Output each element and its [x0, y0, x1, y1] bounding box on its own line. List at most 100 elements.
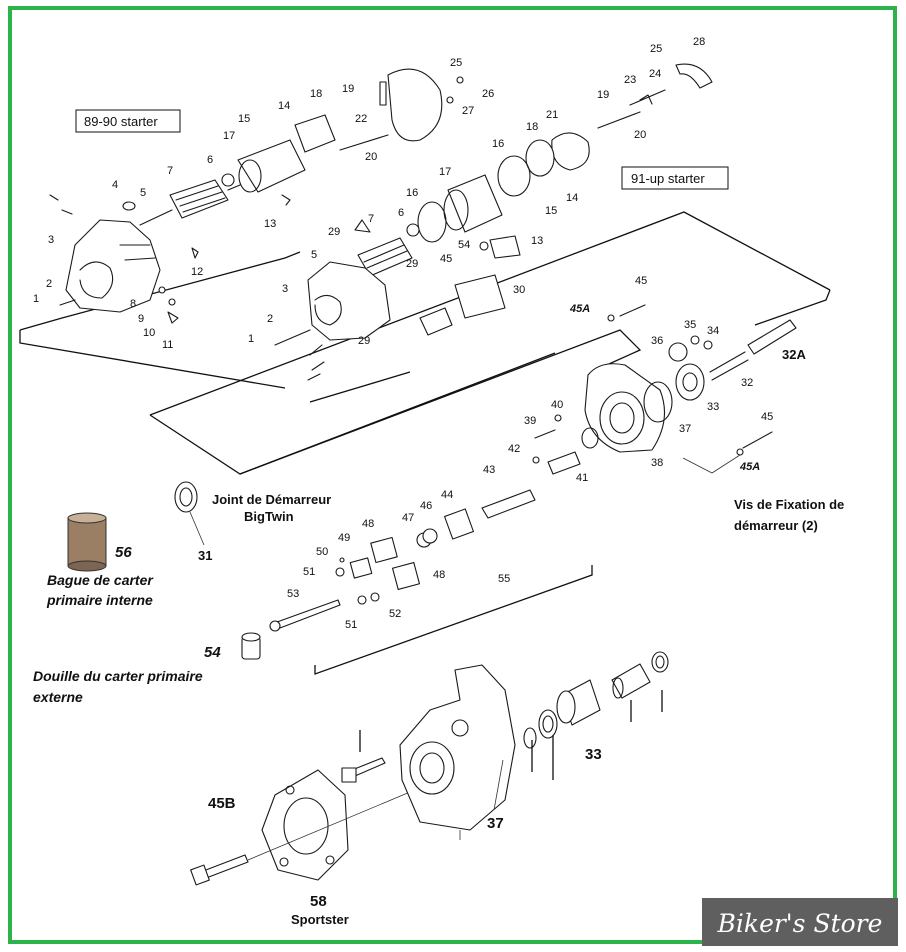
callout: 2 — [267, 313, 273, 325]
bolt-53 — [276, 599, 341, 629]
label-sportster: Sportster — [291, 912, 349, 927]
callout: 13 — [531, 235, 543, 247]
callout: 28 — [693, 36, 705, 48]
callout: 54 — [204, 644, 221, 661]
callout: 8 — [130, 298, 136, 310]
callout: 11 — [162, 339, 173, 351]
field-frame-17 — [237, 139, 306, 193]
callout: 37 — [679, 423, 691, 435]
nut-54-91 — [479, 241, 489, 251]
callout: 38 — [651, 457, 663, 469]
callout: 17 — [439, 166, 451, 178]
ring-c — [651, 651, 669, 673]
callout: 2 — [46, 278, 52, 290]
sportster-assembly-group — [190, 651, 669, 886]
screw-26 — [456, 76, 464, 84]
o-ring-37 — [643, 381, 673, 423]
shaft-32A — [747, 319, 797, 355]
washer-51b — [357, 595, 367, 605]
gear-48b — [391, 561, 421, 591]
descriptive-labels: Joint de Démarreur BigTwin Vis de Fixati… — [33, 492, 844, 927]
ring-a — [523, 727, 537, 749]
brand-watermark: Biker's Store — [702, 898, 898, 946]
label-joint-line1: Joint de Démarreur — [212, 492, 331, 507]
box-91up-starter — [621, 166, 729, 190]
callout-numbers: 1 2 3 4 5 6 7 8 9 10 11 12 13 14 15 17 1… — [33, 36, 806, 910]
callout: 58 — [310, 893, 327, 910]
callout: 4 — [112, 179, 118, 191]
gear-36 — [668, 342, 688, 362]
spring-32 — [709, 351, 749, 381]
callout: 20 — [634, 129, 646, 141]
label-joint-line2: BigTwin — [244, 509, 294, 524]
callout: 33 — [585, 746, 602, 763]
callout: 45A — [569, 303, 590, 315]
grouping-lines — [19, 211, 831, 675]
callout: 40 — [551, 399, 563, 411]
clip-22 — [379, 81, 387, 106]
o-ring-16-91 — [497, 155, 531, 197]
ring-46 — [422, 528, 438, 544]
callout: 16 — [492, 138, 504, 150]
callout: 50 — [316, 546, 328, 558]
left-parts-group — [67, 481, 261, 660]
callout: 12 — [191, 266, 203, 278]
gasket-58 — [261, 769, 349, 881]
callout: 33 — [707, 401, 719, 413]
washer-52 — [370, 592, 380, 602]
callout: 36 — [651, 335, 663, 347]
washer-51a — [335, 567, 345, 577]
callout: 6 — [398, 207, 404, 219]
callout: 7 — [167, 165, 173, 177]
ball-50 — [339, 557, 345, 563]
shaft-43 — [481, 489, 536, 519]
callout: 51 — [345, 619, 357, 631]
ball-40 — [554, 414, 562, 422]
bush-49 — [349, 557, 373, 579]
cover-25-91 — [675, 63, 713, 89]
callout: 14 — [566, 192, 578, 204]
callout: 45A — [739, 461, 760, 473]
callout: 23 — [624, 74, 636, 86]
screws-29 — [307, 344, 325, 381]
callout: 32A — [782, 347, 806, 362]
label-bague-line2: primaire interne — [46, 592, 153, 608]
bearing-6-91 — [406, 223, 420, 237]
callout: 42 — [508, 443, 520, 455]
callout: 44 — [441, 489, 453, 501]
callout: 18 — [310, 88, 322, 100]
callout: 26 — [482, 88, 494, 100]
starter-8990-group: 89-90 starter — [49, 68, 464, 324]
callout: 55 — [498, 573, 510, 585]
callout: 47 — [402, 512, 414, 524]
callout: 25 — [650, 43, 662, 55]
callout: 9 — [138, 313, 144, 325]
starter-housing-3 — [65, 219, 161, 313]
callout: 24 — [649, 68, 661, 80]
brand-bg — [702, 898, 898, 946]
label-douille-line1: Douille du carter primaire — [33, 668, 203, 684]
plate-30 — [454, 274, 506, 319]
seal-31 — [174, 481, 198, 513]
callout: 22 — [355, 113, 367, 125]
brush-plate-91 — [525, 139, 555, 177]
callout: 13 — [264, 218, 276, 230]
screw-39 — [534, 429, 556, 439]
spring-32-sportster — [611, 663, 651, 699]
gear-48a — [370, 536, 398, 564]
pinion-33 — [675, 363, 705, 401]
callout: 48 — [433, 569, 445, 581]
cover-25 — [387, 68, 443, 142]
callout: 19 — [597, 89, 609, 101]
callout: 32 — [741, 377, 753, 389]
gear-44 — [444, 508, 474, 540]
callout: 37 — [487, 815, 504, 832]
callout: 1 — [33, 293, 39, 305]
callout: 29 — [358, 335, 370, 347]
pinion-33-sportster — [556, 679, 601, 726]
callout: 3 — [48, 234, 54, 246]
callout: 25 — [450, 57, 462, 69]
callout: 31 — [198, 548, 212, 563]
